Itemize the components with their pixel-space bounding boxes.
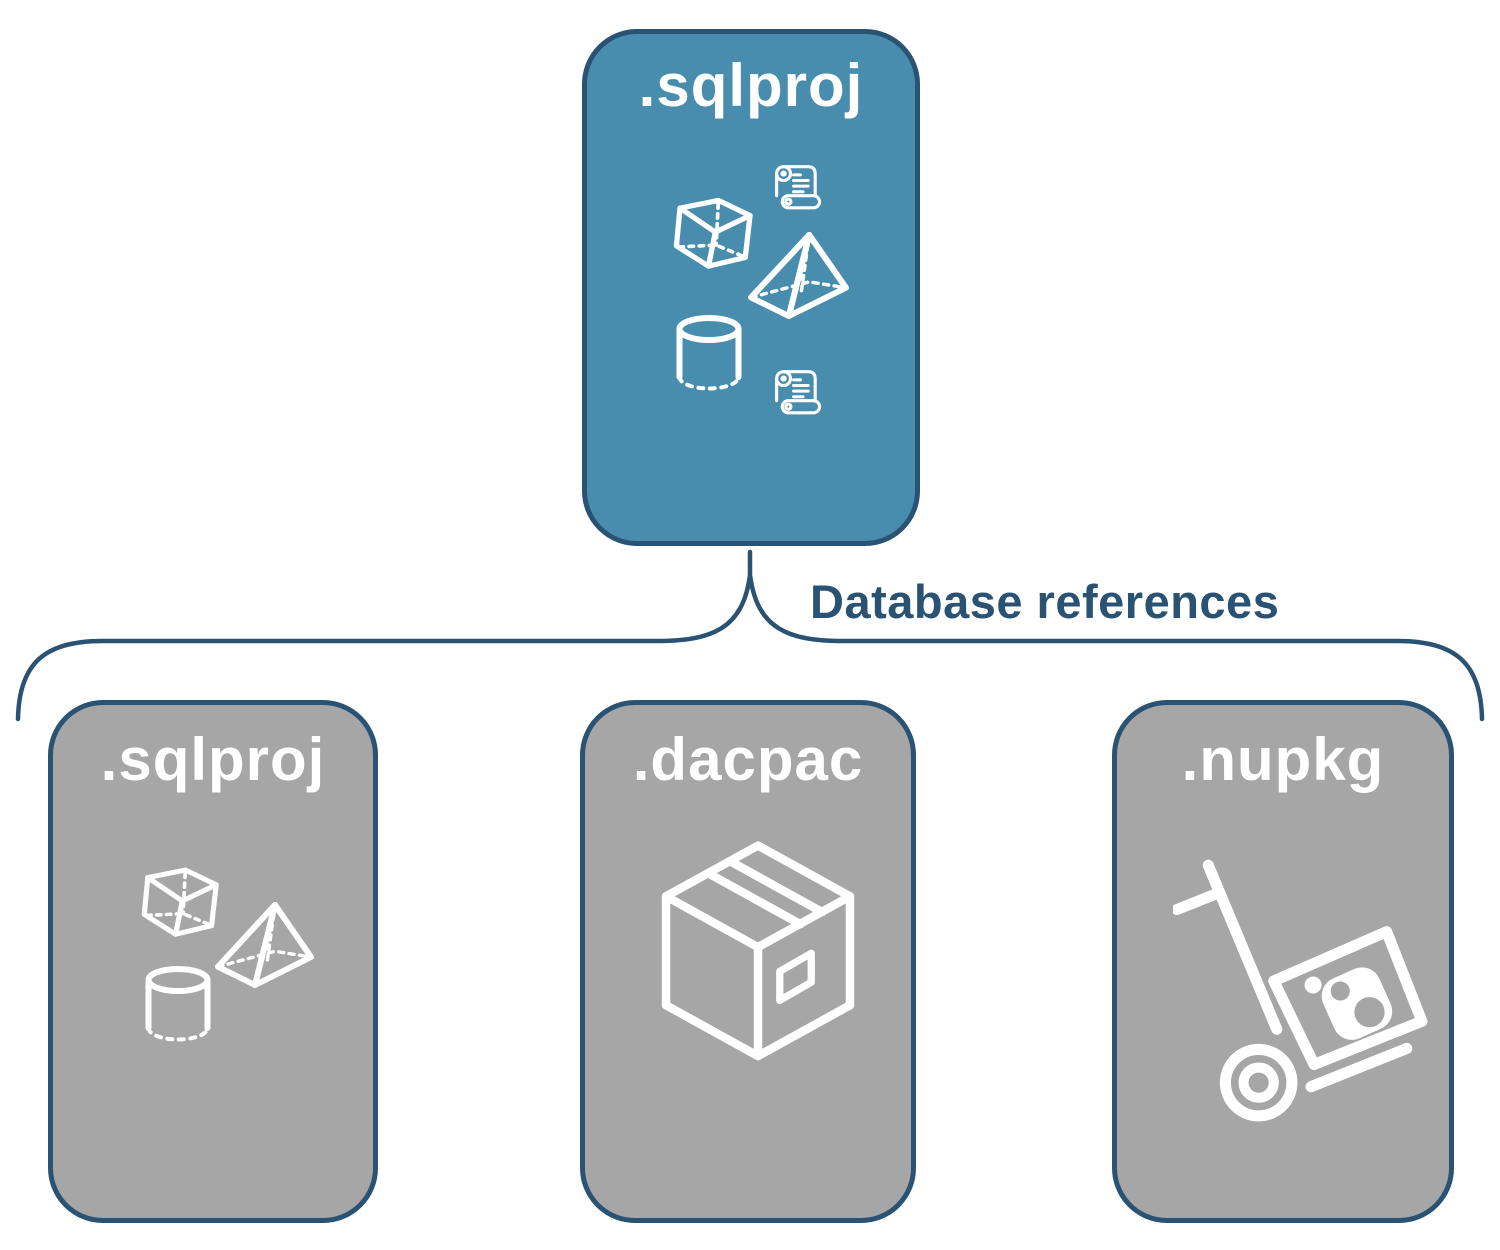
node-label: .nupkg (1181, 726, 1385, 793)
nuget-logo (1304, 967, 1393, 1040)
node-child-dacpac: .dacpac (580, 700, 916, 1223)
node-child-nupkg: .nupkg (1112, 700, 1454, 1223)
cube-icon (141, 867, 219, 937)
node-label: .sqlproj (100, 726, 326, 793)
cylinder-icon (676, 315, 742, 391)
node-child-sqlproj: .sqlproj (48, 700, 378, 1223)
node-label: .sqlproj (638, 52, 864, 119)
connector-label: Database references (810, 575, 1280, 628)
scroll-icon (775, 165, 822, 210)
pyramid-icon (215, 901, 314, 988)
node-label: .dacpac (632, 726, 864, 793)
cylinder-icon (145, 966, 211, 1042)
package-box-icon (661, 841, 855, 1061)
hand-truck-package-icon (1173, 859, 1428, 1122)
scroll-icon (775, 370, 822, 415)
pyramid-icon (748, 231, 849, 319)
node-root-sqlproj: .sqlproj (582, 29, 920, 546)
cube-icon (673, 197, 753, 269)
